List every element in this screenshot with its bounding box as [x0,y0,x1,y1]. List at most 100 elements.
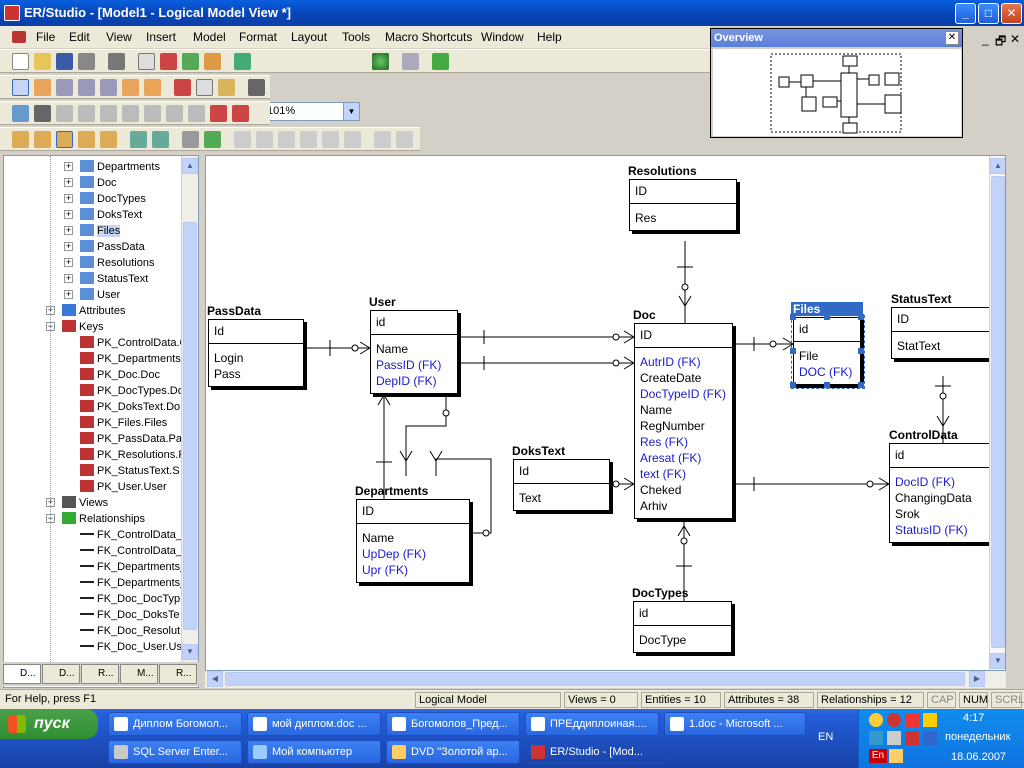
attribute[interactable]: Arhiv [640,499,668,513]
fk-attribute[interactable]: DocID (FK) [895,475,955,489]
pk-attribute[interactable]: ID [897,312,909,326]
fk-attribute[interactable]: PassID (FK) [376,358,442,372]
tree-item[interactable]: DoksText [80,207,142,223]
find-icon[interactable] [108,53,125,70]
tree-item[interactable]: PK_Doc.Doc [80,367,160,383]
zoom-in-icon[interactable] [56,79,73,96]
tree-item[interactable]: PK_User.User [80,479,167,495]
attribute[interactable]: RegNumber [640,419,705,433]
attribute[interactable]: Name [376,342,409,356]
tree-item[interactable]: FK_Doc_Resolut [80,623,180,639]
start-button[interactable]: пуск [0,709,98,739]
canvas-vertical-scrollbar[interactable]: ▲ ▼ [989,156,1005,670]
tree-item[interactable]: PK_ControlData.C [80,335,188,351]
entity-title-controldata[interactable]: ControlData [889,428,958,442]
document-icon[interactable] [12,31,26,43]
selection-handle[interactable] [790,314,796,320]
tree-item[interactable]: Attributes [62,303,125,319]
format-painter-icon[interactable] [248,79,265,96]
tree-item[interactable]: PK_DoksText.Do [80,399,180,415]
tray-icon[interactable] [869,713,883,727]
attribute[interactable]: CreateDate [640,371,702,385]
align-top-icon[interactable] [256,131,273,148]
circular-icon[interactable] [78,131,95,148]
align-bottom-icon[interactable] [278,131,295,148]
straighten-icon[interactable] [182,131,199,148]
menu-format[interactable]: Format [239,30,278,44]
selection-handle[interactable] [858,348,864,354]
select-pointer-icon[interactable] [12,79,29,96]
orthogonal-icon[interactable] [56,131,73,148]
pk-attribute[interactable]: id [376,315,386,329]
fk-attribute[interactable]: Aresat (FK) [640,451,702,465]
taskbar-item-active[interactable]: ER/Studio - [Mod... [525,740,667,764]
attribute[interactable]: File [799,349,819,363]
entity-title-resolutions[interactable]: Resolutions [628,164,697,178]
pk-attribute[interactable]: id [799,322,809,336]
layers-icon[interactable] [234,53,251,70]
tree-item[interactable]: Views [62,495,108,511]
menu-macro-shortcuts[interactable]: Macro Shortcuts [385,30,473,44]
recursive-rel-icon[interactable] [188,105,205,122]
align-left-icon[interactable] [234,131,251,148]
scroll-thumb[interactable] [183,222,197,630]
print-icon[interactable] [78,53,95,70]
scroll-up-arrow-icon[interactable]: ▲ [990,158,1005,174]
taskbar-item[interactable]: Мой компьютер [247,740,381,764]
mdi-minimize-button[interactable]: _ [982,32,989,46]
generate-icon[interactable] [182,53,199,70]
taskbar-item[interactable]: 1.doc - Microsoft ... [664,712,806,736]
zoom-area-icon[interactable] [100,79,117,96]
fk-attribute[interactable]: Upr (FK) [362,563,408,577]
entity-title-doctypes[interactable]: DocTypes [632,586,689,600]
tree-item[interactable]: PK_Resolutions.F [80,447,185,463]
scroll-down-arrow-icon[interactable]: ▼ [990,653,1005,669]
cut-icon[interactable] [174,79,191,96]
tray-icon[interactable] [905,731,919,745]
expand-toggle-icon[interactable]: + [64,209,73,219]
tree-item[interactable]: PK_Departments. [80,351,184,367]
language-indicator[interactable]: EN [818,731,834,743]
zoom-select[interactable]: 101%▼ [262,102,360,121]
globe-icon[interactable] [372,53,389,70]
entity-title-statustext[interactable]: StatusText [891,292,952,306]
fk-attribute[interactable]: UpDep (FK) [362,547,427,561]
redraw-icon[interactable] [130,131,147,148]
text-icon[interactable] [232,105,249,122]
menu-layout[interactable]: Layout [291,30,328,44]
chevron-down-icon[interactable]: ▼ [343,103,359,120]
tray-icon[interactable] [887,713,901,727]
diagram-icon[interactable] [432,53,449,70]
tree-item[interactable]: FK_Doc_DoksTe [80,607,180,623]
maximize-button[interactable]: □ [978,3,999,24]
menu-tools[interactable]: Tools [342,30,371,44]
fk-attribute[interactable]: DepID (FK) [376,374,437,388]
tree-item[interactable]: FK_ControlData_ [80,543,182,559]
taskbar-item[interactable]: DVD "Золотой ар... [386,740,520,764]
tree-item[interactable]: Relationships [62,511,145,527]
attribute[interactable]: Pass [214,367,241,381]
tree-item[interactable]: PK_PassData.Pa [80,431,182,447]
expand-toggle-icon[interactable]: + [64,177,73,187]
selection-handle[interactable] [824,314,830,320]
tray-icon[interactable] [923,731,937,745]
compare-icon[interactable] [204,53,221,70]
optional-rel-icon[interactable] [144,105,161,122]
zoom-fit-icon[interactable] [402,53,419,70]
tree-item[interactable]: PK_Files.Files [80,415,167,431]
space-vertical-icon[interactable] [396,131,413,148]
menu-model[interactable]: Model [193,30,226,44]
fk-attribute[interactable]: DocTypeID (FK) [640,387,727,401]
volume-icon[interactable] [887,731,901,745]
fk-attribute[interactable]: AutrID (FK) [640,355,701,369]
scroll-thumb[interactable] [991,176,1005,648]
pan-icon[interactable] [122,79,139,96]
view-icon[interactable] [34,105,51,122]
hierarchical-icon[interactable] [34,131,51,148]
taskbar-item[interactable]: мой диплом.doc ... [247,712,381,736]
taskbar-item[interactable]: Богомолов_Пред... [386,712,520,736]
canvas-horizontal-scrollbar[interactable]: ◀ ▶ [205,671,1006,688]
tree-vertical-scrollbar[interactable]: ▲ ▼ [181,156,198,662]
